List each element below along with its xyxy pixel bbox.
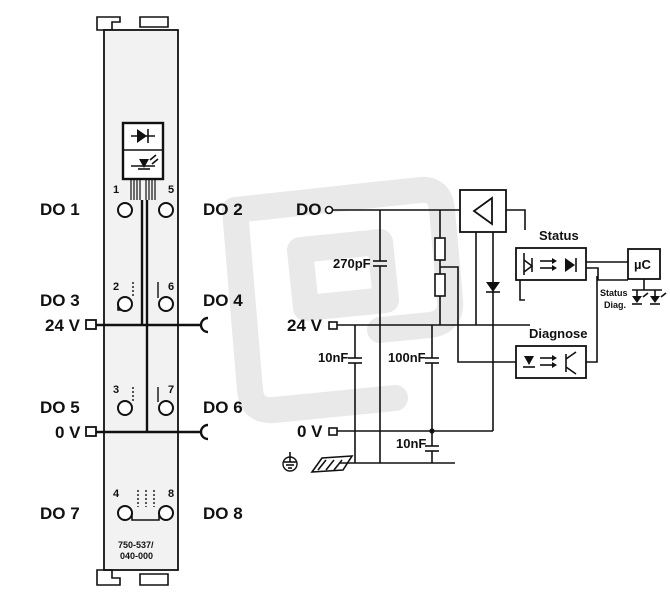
microcontroller-label: µC bbox=[634, 257, 651, 272]
label-do8: DO 8 bbox=[203, 504, 243, 523]
output-driver-block bbox=[459, 189, 507, 233]
status-led-icon bbox=[632, 290, 649, 305]
schematic-do-label: DO bbox=[296, 200, 322, 219]
power-contact-0v[interactable] bbox=[85, 426, 97, 437]
pin-number-4: 4 bbox=[113, 488, 120, 500]
diag-led-icon bbox=[650, 290, 667, 305]
terminal-clamp-8[interactable] bbox=[158, 505, 174, 521]
status-optocoupler bbox=[515, 247, 587, 281]
schematic-0v-label: 0 V bbox=[297, 422, 323, 441]
terminal-clamp-1[interactable] bbox=[117, 202, 133, 218]
circuit-schematic: DO 24 V 0 V 270pF 10nF 100nF bbox=[282, 189, 667, 473]
led-status-label: Status bbox=[600, 288, 628, 298]
din-rail-icon bbox=[310, 455, 354, 473]
part-number-line2: 040-000 bbox=[120, 551, 153, 561]
led-indicator-block bbox=[121, 121, 165, 200]
schematic-24v-label: 24 V bbox=[287, 316, 323, 335]
status-block-label: Status bbox=[539, 228, 579, 243]
terminal-clamp-3[interactable] bbox=[117, 400, 133, 416]
terminal-module: 1 5 2 6 3 7 4 8 75 bbox=[85, 16, 209, 586]
pin-number-5: 5 bbox=[168, 184, 174, 196]
do-output-node bbox=[324, 205, 334, 215]
earth-ground-icon bbox=[282, 452, 298, 472]
label-do2: DO 2 bbox=[203, 200, 243, 219]
pin-number-6: 6 bbox=[168, 281, 174, 293]
label-do6: DO 6 bbox=[203, 398, 243, 417]
label-do1: DO 1 bbox=[40, 200, 80, 219]
v24-input-node bbox=[328, 321, 338, 330]
terminal-clamp-6[interactable] bbox=[158, 296, 174, 312]
pin-number-8: 8 bbox=[168, 488, 174, 500]
label-do3: DO 3 bbox=[40, 291, 80, 310]
led-diag-label: Diag. bbox=[604, 300, 626, 310]
pin-number-3: 3 bbox=[113, 384, 119, 396]
cap-100nf-label: 100nF bbox=[388, 350, 426, 365]
power-contact-24v[interactable] bbox=[85, 319, 97, 330]
label-do4: DO 4 bbox=[203, 291, 243, 310]
pin-number-2: 2 bbox=[113, 281, 119, 293]
pin-number-1: 1 bbox=[113, 184, 119, 196]
terminal-clamp-5[interactable] bbox=[158, 202, 174, 218]
pin-number-7: 7 bbox=[168, 384, 174, 396]
diagnose-block-label: Diagnose bbox=[529, 326, 588, 341]
cap-10nf-a-label: 10nF bbox=[318, 350, 348, 365]
label-24v-module: 24 V bbox=[45, 316, 81, 335]
label-do7: DO 7 bbox=[40, 504, 80, 523]
terminal-clamp-7[interactable] bbox=[158, 400, 174, 416]
label-do5: DO 5 bbox=[40, 398, 80, 417]
v0-input-node bbox=[328, 427, 338, 436]
watermark-logo bbox=[222, 176, 464, 424]
cap-10nf-b-label: 10nF bbox=[396, 436, 426, 451]
label-0v-module: 0 V bbox=[55, 423, 81, 442]
terminal-clamp-4[interactable] bbox=[117, 505, 133, 521]
cap-270pf-label: 270pF bbox=[333, 256, 371, 271]
terminal-clamp-2[interactable] bbox=[117, 296, 133, 312]
part-number-line1: 750-537/ bbox=[118, 540, 154, 550]
